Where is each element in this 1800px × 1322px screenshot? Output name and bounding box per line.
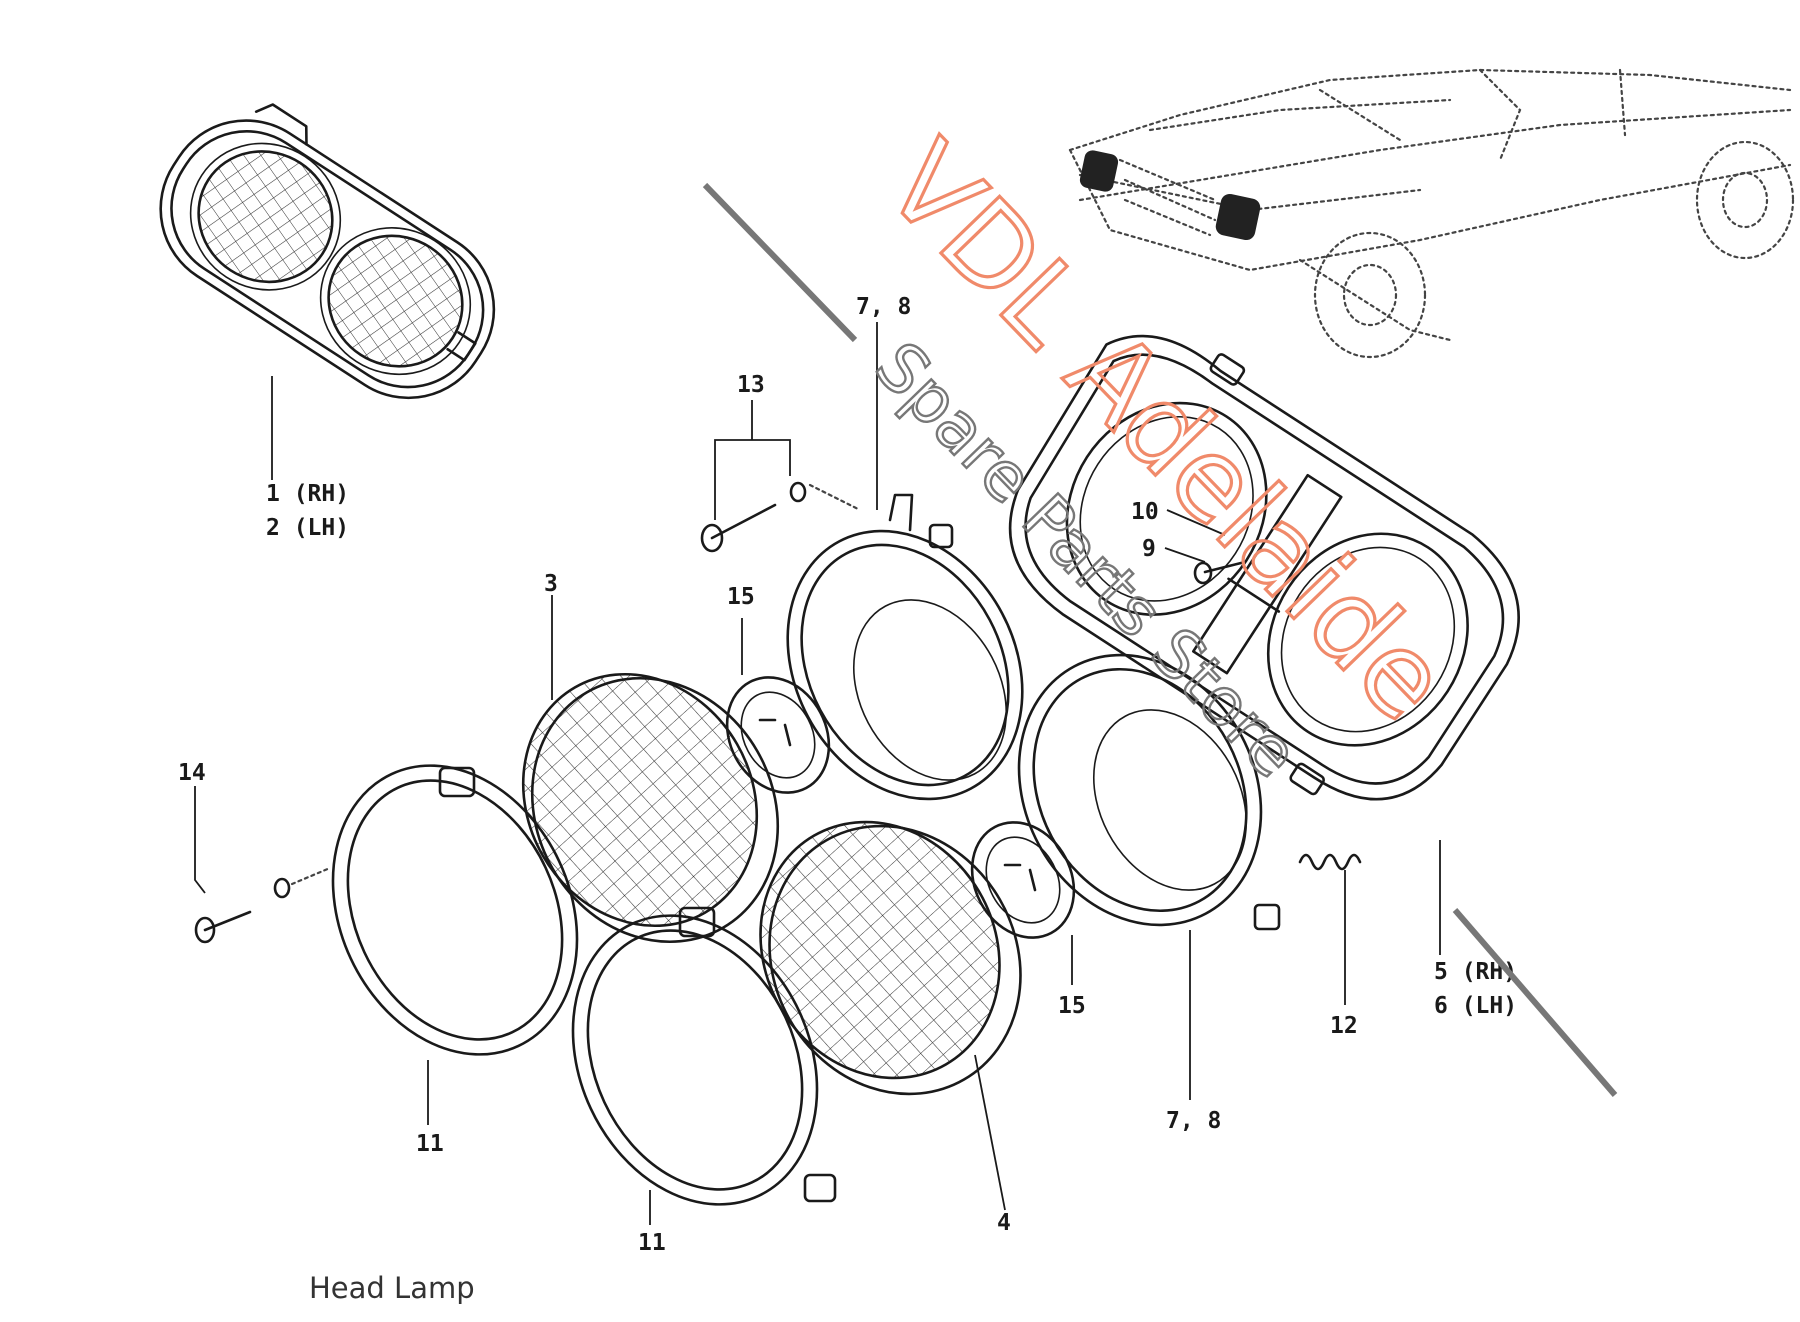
- sealed-beam-icon: [759, 820, 1022, 1096]
- part-label-7-8-upper: 7, 8: [856, 294, 911, 320]
- screw-icon: [700, 481, 862, 553]
- part-label-9: 9: [1142, 536, 1156, 562]
- spring-icon: [1298, 853, 1362, 871]
- watermark-rule-top: [702, 182, 858, 343]
- retaining-ring-icon: [1017, 653, 1281, 931]
- rubber-seat-icon: [970, 821, 1076, 939]
- part-label-4: 4: [997, 1210, 1011, 1236]
- part-label-11-lower: 11: [638, 1230, 666, 1256]
- part-label-6: 6 (LH): [1434, 993, 1517, 1019]
- part-label-2: 2 (LH): [266, 515, 349, 541]
- part-label-15-lower: 15: [1058, 993, 1086, 1019]
- screw-icon: [194, 866, 332, 944]
- part-label-14: 14: [178, 760, 206, 786]
- vehicle-sketch-icon: [1068, 68, 1795, 359]
- part-label-13: 13: [737, 372, 765, 398]
- part-label-15-upper: 15: [727, 584, 755, 610]
- part-label-1: 1 (RH): [266, 481, 349, 507]
- rim-icon: [571, 906, 837, 1206]
- part-label-3: 3: [544, 571, 558, 597]
- rim-icon: [331, 764, 579, 1056]
- part-label-12: 12: [1330, 1013, 1358, 1039]
- diagram-caption: Head Lamp: [309, 1271, 475, 1305]
- part-label-11-upper: 11: [416, 1131, 444, 1157]
- part-label-10: 10: [1131, 499, 1159, 525]
- rubber-seat-icon: [725, 676, 831, 794]
- screw-icon: [1193, 560, 1247, 585]
- part-label-7-8-lower: 7, 8: [1166, 1108, 1221, 1134]
- headlamp-assembly-icon: [159, 103, 496, 400]
- mounting-bracket-icon: [1008, 334, 1520, 801]
- watermark-rule-bottom: [1452, 908, 1618, 1097]
